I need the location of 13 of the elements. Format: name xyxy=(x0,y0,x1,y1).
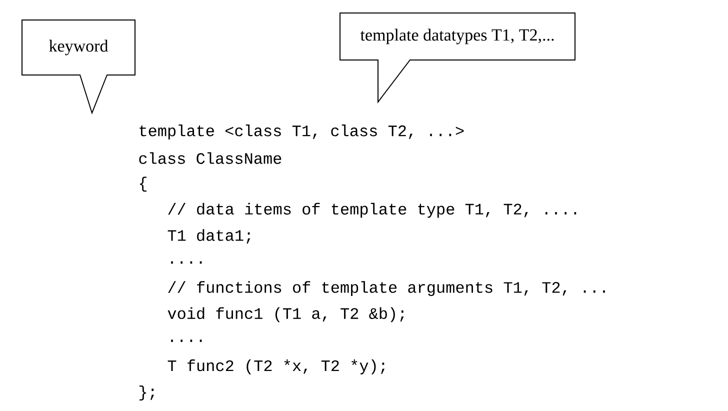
code-line: void func1 (T1 a, T2 &b); xyxy=(168,307,404,322)
code-line: { xyxy=(140,176,146,192)
callout-bubble: template datatypes T1, T2,... xyxy=(340,12,576,104)
code-line: .... xyxy=(171,340,202,342)
code-line: }; xyxy=(140,386,154,400)
code-line: T1 data1; xyxy=(168,229,250,244)
code-line: class ClassName xyxy=(139,152,282,164)
code-line: .... xyxy=(171,261,202,264)
code-line: T func2 (T2 *x, T2 *y); xyxy=(168,359,385,374)
callout-bubble: keyword xyxy=(22,20,136,114)
code-line: template <class T1, class T2, ...> xyxy=(140,124,464,140)
code-line: // functions of template arguments T1, T2, ... xyxy=(168,281,605,296)
code-line: // data items of template type T1, T2, .... xyxy=(168,202,576,218)
